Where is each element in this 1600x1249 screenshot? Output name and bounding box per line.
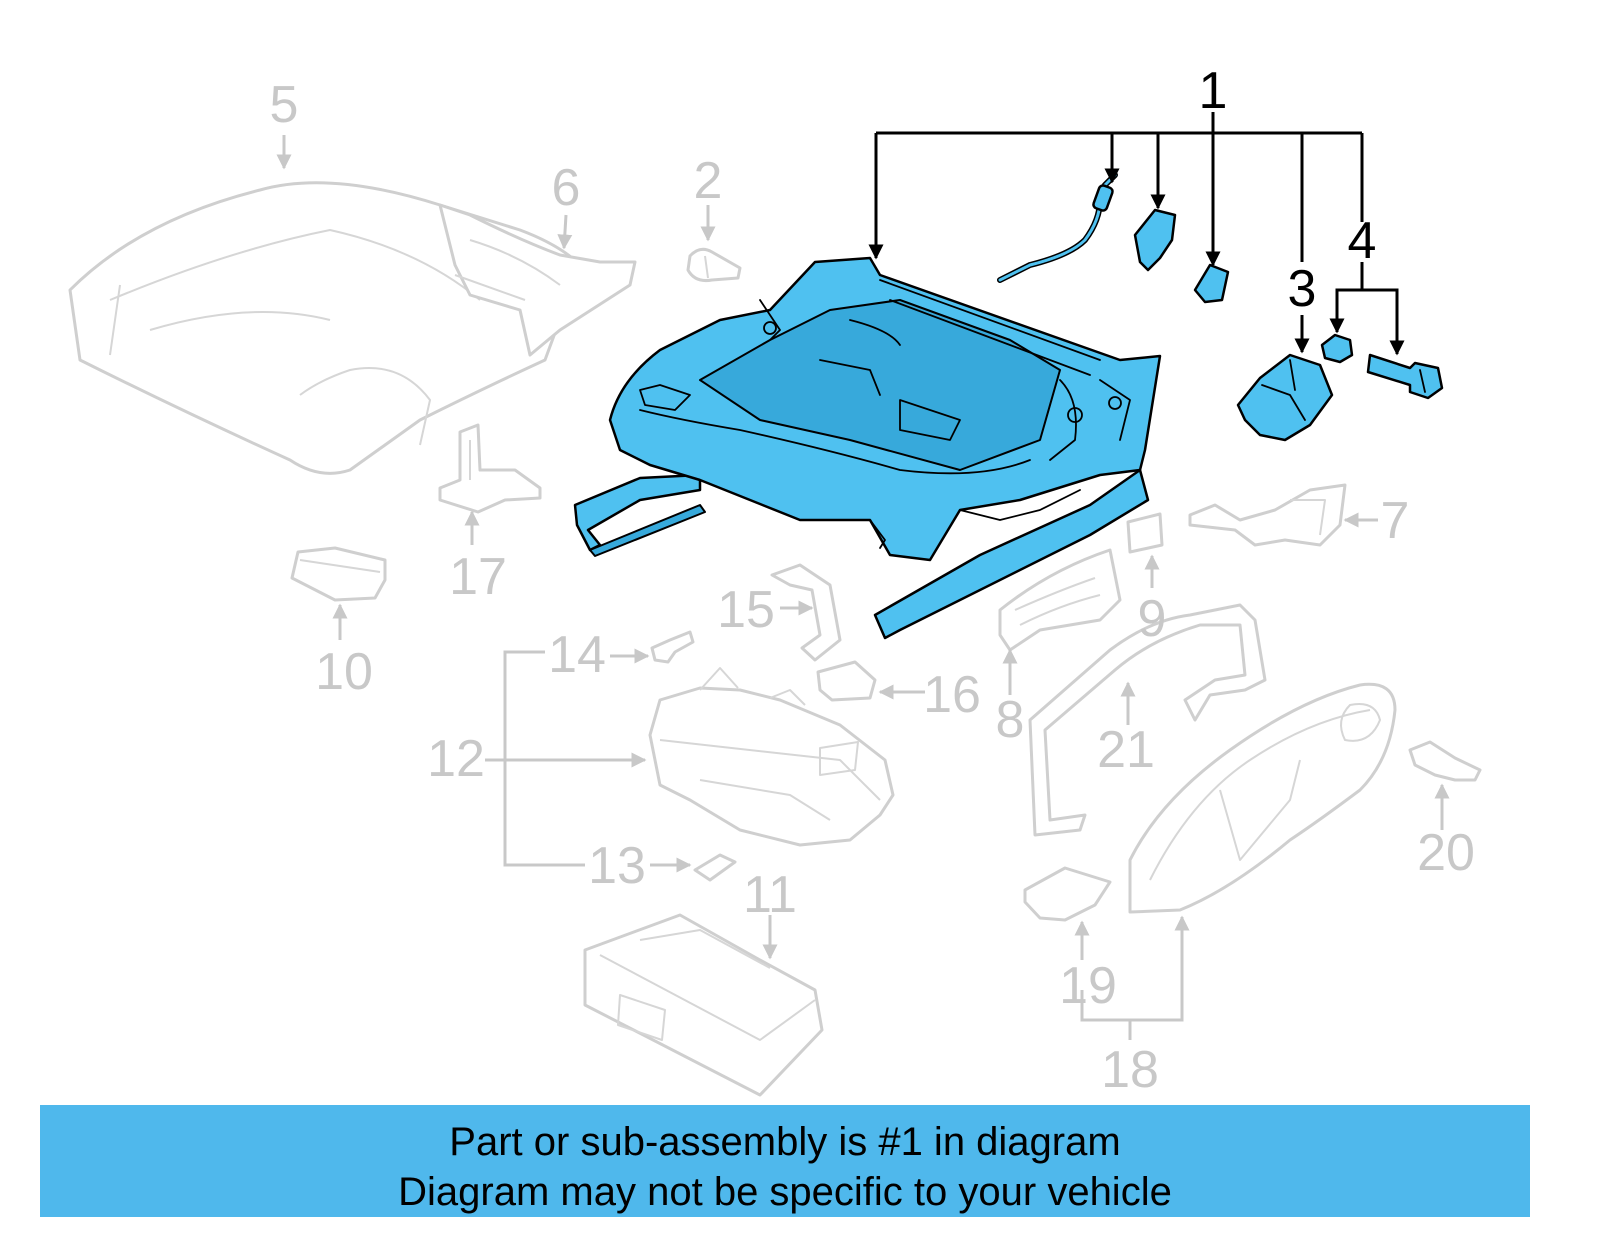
callout-10: 10 [315,643,373,701]
side-shield-part-18 [1128,682,1397,914]
cover-sub-part [1133,208,1177,272]
clip-sub-part [1193,263,1230,304]
bracket-part-7 [1188,483,1347,547]
cover-part-10 [290,546,387,602]
bracket-part-15 [770,563,842,662]
clip-part-13 [693,853,737,882]
callout-18: 18 [1101,1041,1159,1099]
callout-6: 6 [552,159,581,217]
switch-module-part-12 [648,667,895,847]
callout-13: 13 [588,837,646,895]
banner-line-2: Diagram may not be specific to your vehi… [398,1170,1172,1214]
nut-part-4 [1320,333,1354,364]
seat-frame-part-1 [573,256,1162,640]
callout-labels: 1 2 3 4 5 6 7 8 9 10 11 12 13 14 15 16 1… [270,62,1475,1099]
callout-4: 4 [1348,212,1377,270]
bolt-part-4 [1366,353,1444,400]
motor-part-3 [1236,353,1334,442]
callout-5: 5 [270,76,299,134]
trim-panel-part-8 [998,548,1122,652]
callout-15: 15 [717,581,775,639]
seat-cushion-part-5 [68,181,582,475]
callout-7: 7 [1381,492,1410,550]
clip-part-9 [1126,512,1164,554]
banner-line-1: Part or sub-assembly is #1 in diagram [449,1120,1121,1164]
leader-lines-ghost [276,135,1450,1040]
callout-21: 21 [1097,721,1155,779]
info-banner: Part or sub-assembly is #1 in diagram Di… [40,1105,1530,1217]
callout-11: 11 [743,866,797,924]
callout-14: 14 [548,626,606,684]
clip-part-20 [1408,740,1482,782]
clip-part-16 [816,660,877,702]
cable-sub-part [997,172,1118,283]
callout-8: 8 [996,691,1025,749]
cushion-pad-part-6 [438,203,637,357]
tray-part-11 [583,913,824,1097]
cover-part-19 [1023,866,1112,922]
callout-12: 12 [427,730,485,788]
callout-20: 20 [1417,824,1475,882]
leader-lines-active [868,112,1405,356]
callout-2: 2 [694,152,723,210]
callout-1: 1 [1199,62,1228,120]
callout-3: 3 [1288,260,1317,318]
cable-part-21 [1028,603,1267,837]
bracket-part-17 [438,423,542,514]
callout-19: 19 [1059,957,1117,1015]
callout-9: 9 [1138,590,1167,648]
callout-17: 17 [449,548,507,606]
callout-16: 16 [923,666,981,724]
bolt-part-14 [650,630,695,664]
bolt-part-2 [686,247,742,282]
